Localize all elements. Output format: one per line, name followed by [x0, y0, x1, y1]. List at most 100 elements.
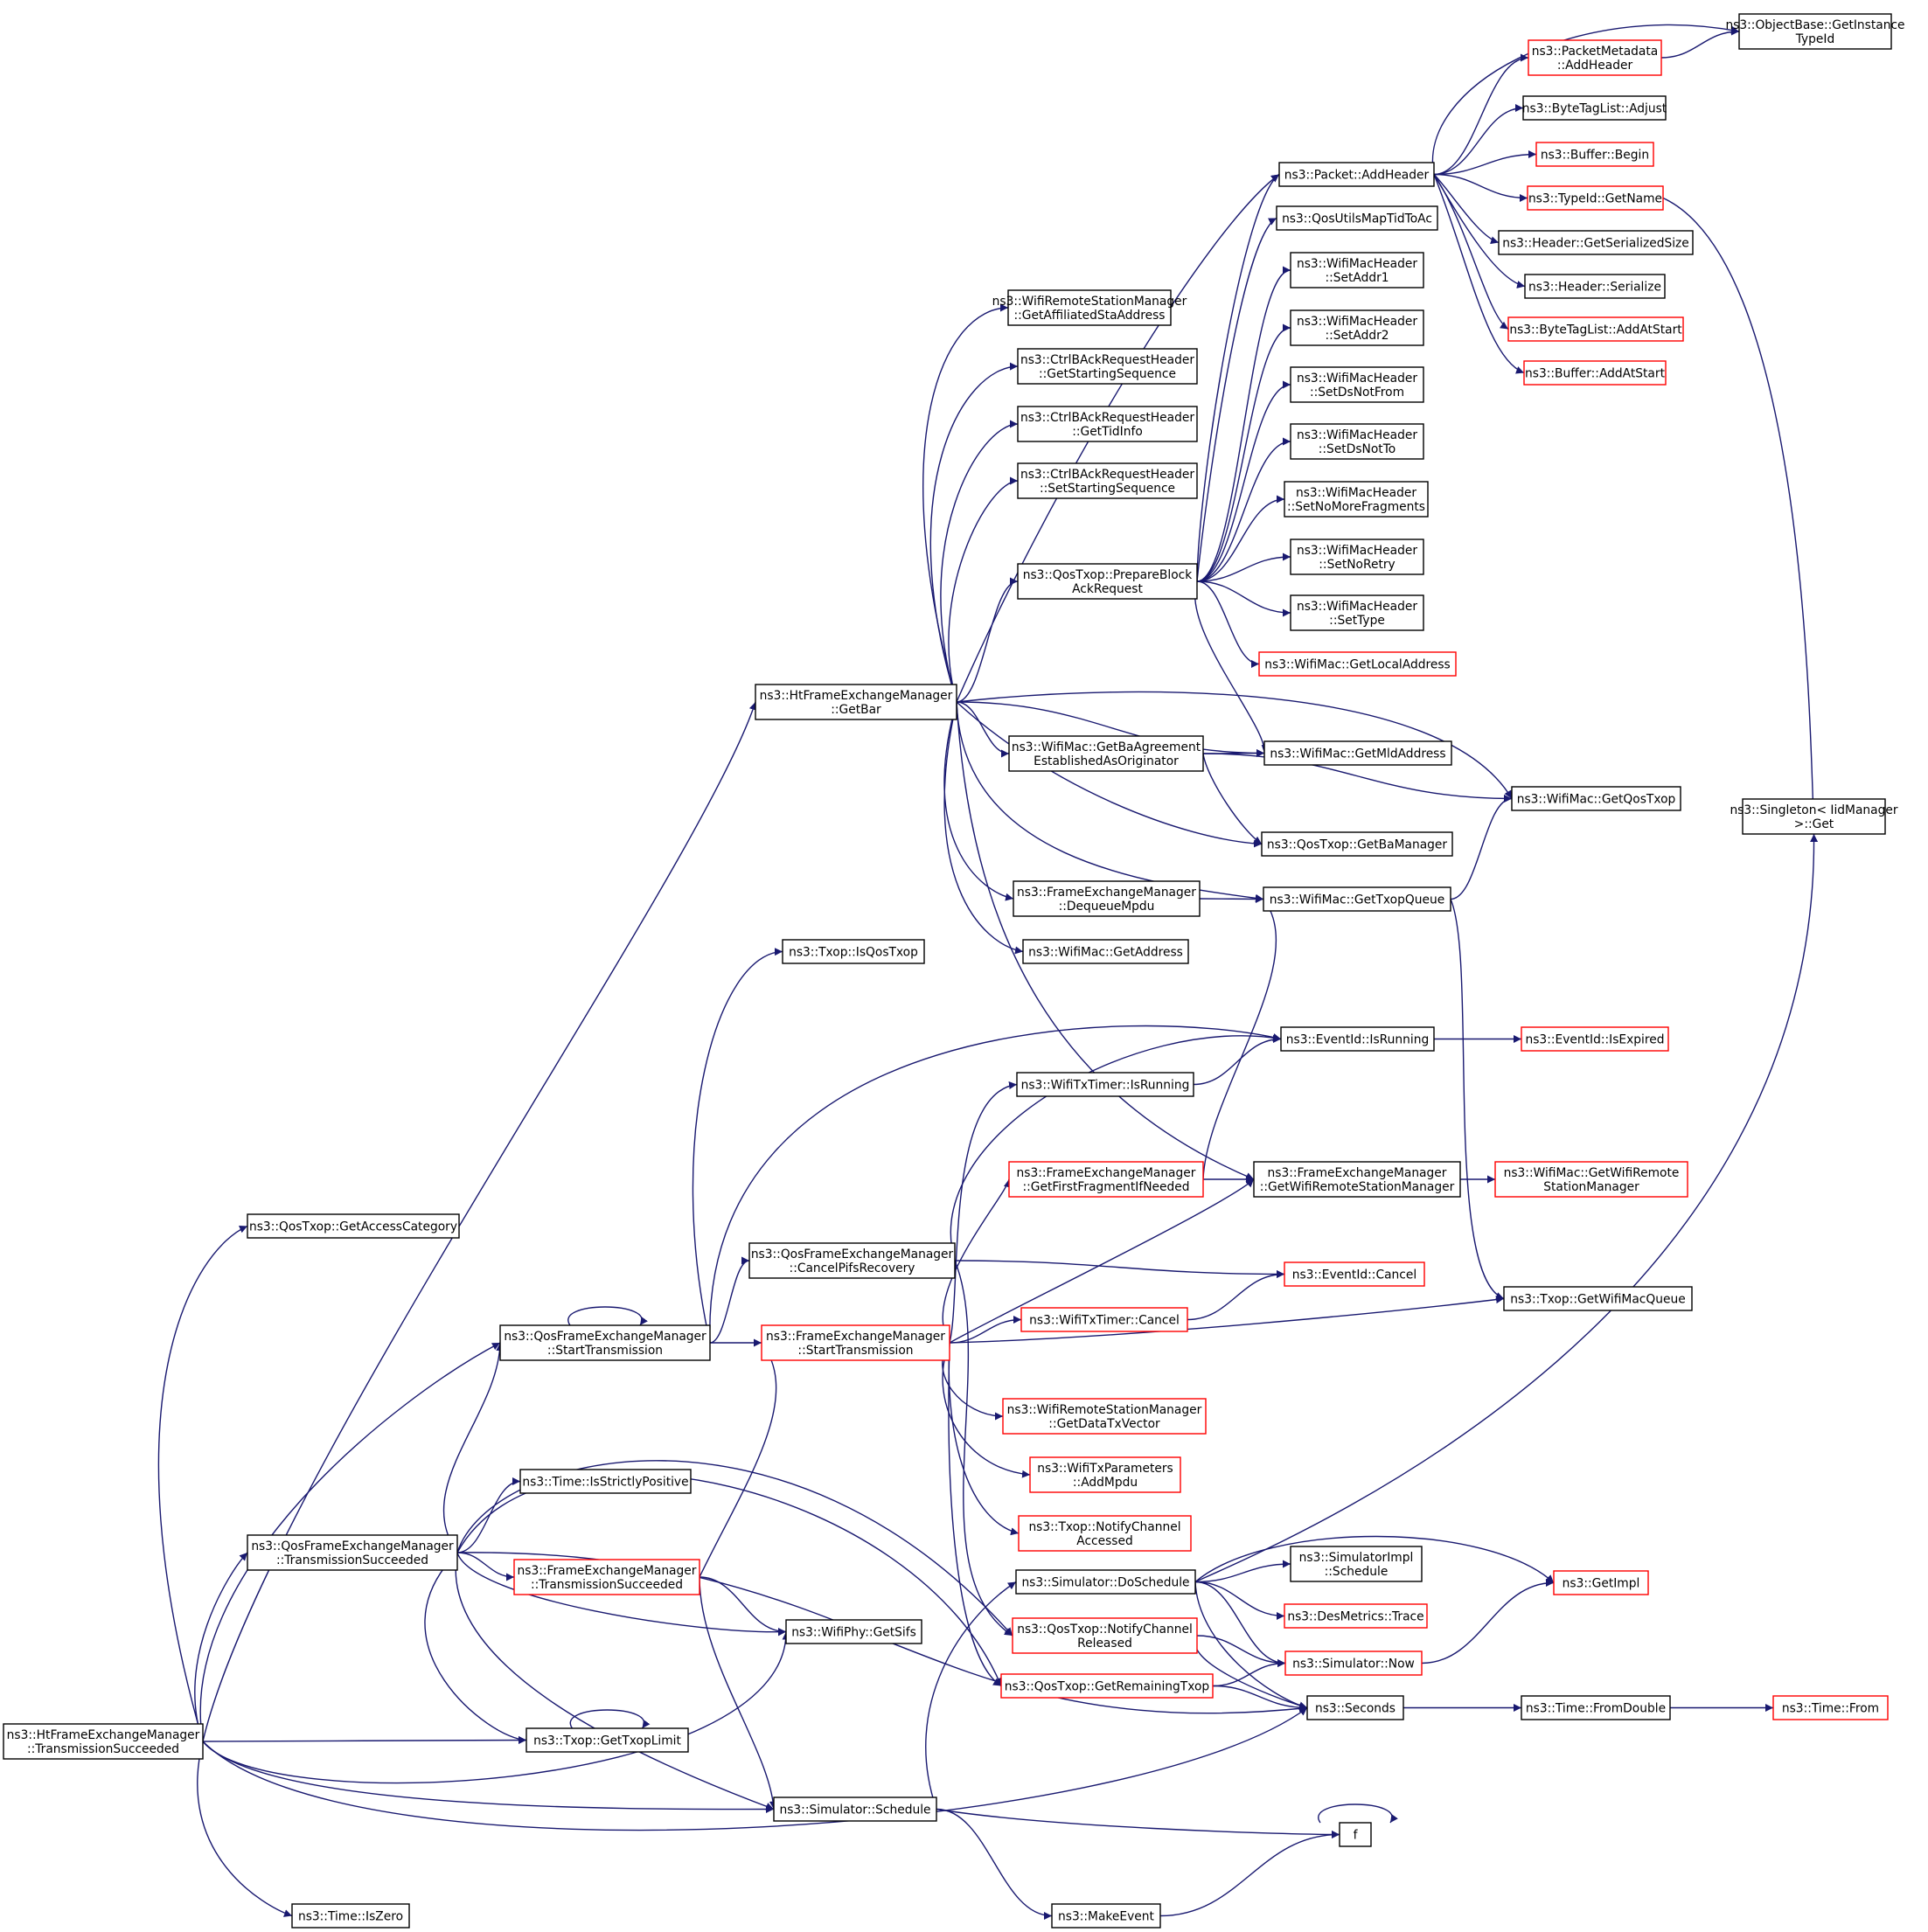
node-label-line: ns3::WifiTxTimer::IsRunning: [1021, 1079, 1190, 1093]
node-hdrGetSerSize[interactable]: ns3::Header::GetSerializedSize: [1498, 230, 1694, 255]
node-getQosTxop[interactable]: ns3::WifiMac::GetQosTxop: [1511, 786, 1681, 811]
node-eventIsRunning[interactable]: ns3::EventId::IsRunning: [1280, 1026, 1435, 1052]
node-label-line: ns3::Time::IsZero: [298, 1910, 403, 1924]
node-box: [1494, 1161, 1688, 1198]
node-getAffiliated[interactable]: ns3::WifiRemoteStationManager::GetAffili…: [992, 289, 1187, 326]
node-getWrsm[interactable]: ns3::FrameExchangeManager::GetWifiRemote…: [1253, 1161, 1461, 1198]
node-getLocalAddr[interactable]: ns3::WifiMac::GetLocalAddress: [1258, 651, 1457, 677]
node-typeIdGetName[interactable]: ns3::TypeId::GetName: [1527, 185, 1664, 211]
node-isZero[interactable]: ns3::Time::IsZero: [291, 1903, 410, 1929]
node-label-line: ns3::WifiMacHeader: [1297, 600, 1417, 614]
node-getTidInfo[interactable]: ns3::CtrlBAckRequestHeader::GetTidInfo: [1017, 406, 1198, 442]
node-label-line: ns3::Singleton< IidManager: [1730, 803, 1897, 817]
node-label-line: ::SetAddr1: [1325, 271, 1389, 285]
edge-cancelPifs-to-eventIsRunning: [950, 1033, 1282, 1261]
node-getFirstFragment[interactable]: ns3::FrameExchangeManager::GetFirstFragm…: [1008, 1161, 1204, 1198]
node-getWifiMacQueue[interactable]: ns3::Txop::GetWifiMacQueue: [1503, 1286, 1693, 1311]
node-setStartingSeq[interactable]: ns3::CtrlBAckRequestHeader::SetStartingS…: [1017, 462, 1198, 499]
node-btlAdjust[interactable]: ns3::ByteTagList::Adjust: [1522, 95, 1667, 121]
node-timeFrom[interactable]: ns3::Time::From: [1772, 1695, 1889, 1720]
node-getTxopLimit[interactable]: ns3::Txop::GetTxopLimit: [526, 1727, 689, 1753]
node-getAccessCategory[interactable]: ns3::QosTxop::GetAccessCategory: [247, 1213, 460, 1239]
node-label-line: ns3::WifiPhy::GetSifs: [791, 1626, 916, 1640]
node-label-line: ::CancelPifsRecovery: [790, 1261, 915, 1275]
node-macGetWrsm[interactable]: ns3::WifiMac::GetWifiRemoteStationManage…: [1494, 1161, 1688, 1198]
node-box: [1742, 798, 1886, 835]
node-simNow[interactable]: ns3::Simulator::Now: [1284, 1651, 1423, 1676]
node-fromDouble[interactable]: ns3::Time::FromDouble: [1521, 1695, 1671, 1720]
node-bufAddAtStart[interactable]: ns3::Buffer::AddAtStart: [1523, 360, 1667, 386]
edge-getTxopQueue-to-getQosTxop: [1450, 795, 1513, 900]
node-isQosTxop[interactable]: ns3::Txop::IsQosTxop: [782, 939, 925, 964]
node-label-line: ::GetBar: [831, 703, 881, 717]
edge-getBar-to-getTxopQueue: [956, 701, 1264, 902]
node-setDsNotTo[interactable]: ns3::WifiMacHeader::SetDsNotTo: [1290, 423, 1424, 460]
node-label-line: ns3::ObjectBase::GetInstance: [1725, 18, 1904, 32]
node-btlAddAtStart[interactable]: ns3::ByteTagList::AddAtStart: [1507, 316, 1684, 342]
node-timerCancel[interactable]: ns3::WifiTxTimer::Cancel: [1020, 1307, 1188, 1332]
edge-qosTxSucc-to-getSifs: [456, 1552, 787, 1637]
edge-root-to-seconds: [202, 1706, 1308, 1831]
node-box: [1008, 735, 1204, 772]
node-getSifs[interactable]: ns3::WifiPhy::GetSifs: [785, 1619, 922, 1644]
node-bufBegin[interactable]: ns3::Buffer::Begin: [1535, 142, 1654, 167]
node-label-line: ::GetTidInfo: [1072, 425, 1143, 439]
edge-getBar-to-dequeueMpdu: [943, 701, 1014, 901]
node-box: [1507, 316, 1684, 342]
node-doSchedule[interactable]: ns3::Simulator::DoSchedule: [1015, 1569, 1196, 1595]
node-eventIsExpired[interactable]: ns3::EventId::IsExpired: [1521, 1026, 1669, 1052]
node-getDataTxVector[interactable]: ns3::WifiRemoteStationManager::GetDataTx…: [1002, 1398, 1207, 1435]
node-setAddr2[interactable]: ns3::WifiMacHeader::SetAddr2: [1290, 309, 1424, 346]
node-getImpl[interactable]: ns3::GetImpl: [1553, 1570, 1649, 1595]
node-femStartTx[interactable]: ns3::FrameExchangeManager::StartTransmis…: [761, 1324, 950, 1361]
node-label-line: ::StartTransmission: [797, 1344, 913, 1358]
node-qosStartTx[interactable]: ns3::QosFrameExchangeManager::StartTrans…: [499, 1324, 711, 1361]
node-box: [1012, 1617, 1198, 1654]
node-getMldAddr[interactable]: ns3::WifiMac::GetMldAddress: [1263, 740, 1452, 766]
node-qosTxSucc[interactable]: ns3::QosFrameExchangeManager::Transmissi…: [247, 1534, 458, 1571]
node-getStartingSeq[interactable]: ns3::CtrlBAckRequestHeader::GetStartingS…: [1017, 348, 1198, 385]
node-hdrSerialize[interactable]: ns3::Header::Serialize: [1524, 274, 1666, 299]
node-setType[interactable]: ns3::WifiMacHeader::SetType: [1290, 594, 1424, 631]
node-femTxSucc[interactable]: ns3::FrameExchangeManager::TransmissionS…: [513, 1559, 700, 1595]
node-desTrace[interactable]: ns3::DesMetrics::Trace: [1284, 1603, 1428, 1629]
node-getTxopQueue[interactable]: ns3::WifiMac::GetTxopQueue: [1263, 886, 1451, 912]
edge-qosTxSucc-to-femTxSucc: [456, 1552, 515, 1581]
node-makeEvent[interactable]: ns3::MakeEvent: [1051, 1903, 1161, 1929]
node-label-line: EstablishedAsOriginator: [1034, 754, 1179, 768]
node-label-line: ::SetStartingSequence: [1040, 482, 1175, 496]
node-packetAddHeader[interactable]: ns3::Packet::AddHeader: [1278, 162, 1435, 187]
node-cancelPifs[interactable]: ns3::QosFrameExchangeManager::CancelPifs…: [748, 1242, 956, 1279]
node-setNoMoreFrag[interactable]: ns3::WifiMacHeader::SetNoMoreFragments: [1284, 481, 1429, 518]
node-setDsNotFrom[interactable]: ns3::WifiMacHeader::SetDsNotFrom: [1290, 366, 1424, 403]
edge-qosStartTx-to-qosStartTx: [567, 1306, 648, 1326]
node-dequeueMpdu[interactable]: ns3::FrameExchangeManager::DequeueMpdu: [1013, 880, 1201, 917]
node-getBaManager[interactable]: ns3::QosTxop::GetBaManager: [1261, 831, 1453, 857]
node-seconds[interactable]: ns3::Seconds: [1306, 1695, 1404, 1720]
node-qosMapTid[interactable]: ns3::QosUtilsMapTidToAc: [1276, 205, 1438, 231]
node-isStrictlyPos[interactable]: ns3::Time::IsStrictlyPositive: [519, 1469, 692, 1494]
node-implSchedule[interactable]: ns3::SimulatorImpl::Schedule: [1290, 1546, 1423, 1582]
node-addMpdu[interactable]: ns3::WifiTxParameters::AddMpdu: [1029, 1456, 1181, 1493]
node-singletonGet[interactable]: ns3::Singleton< IidManager >::Get: [1730, 798, 1898, 835]
node-setAddr1[interactable]: ns3::WifiMacHeader::SetAddr1: [1290, 252, 1424, 288]
edge-femStartTx-to-getRemainingTxop: [948, 1342, 1002, 1687]
node-getAddress[interactable]: ns3::WifiMac::GetAddress: [1022, 939, 1189, 964]
node-box: [247, 1534, 458, 1571]
edge-getFirstFragment-to-getTxopQueue: [1202, 899, 1277, 1180]
node-getBar[interactable]: ns3::HtFrameExchangeManager::GetBar: [755, 684, 957, 720]
node-simSchedule[interactable]: ns3::Simulator::Schedule: [773, 1796, 937, 1822]
node-timerIsRunning[interactable]: ns3::WifiTxTimer::IsRunning: [1016, 1072, 1194, 1097]
node-root[interactable]: ns3::HtFrameExchangeManager::Transmissio…: [3, 1723, 204, 1760]
node-eventCancel[interactable]: ns3::EventId::Cancel: [1284, 1261, 1425, 1287]
node-pmAddHeader[interactable]: ns3::PacketMetadata::AddHeader: [1528, 39, 1662, 76]
node-getBaAgreement[interactable]: ns3::WifiMac::GetBaAgreementEstablishedA…: [1008, 735, 1204, 772]
node-setNoRetry[interactable]: ns3::WifiMacHeader::SetNoRetry: [1290, 539, 1424, 575]
node-getRemainingTxop[interactable]: ns3::QosTxop::GetRemainingTxop: [1000, 1673, 1214, 1699]
edge-doSchedule-to-seconds: [1194, 1581, 1308, 1710]
node-f[interactable]: f: [1339, 1822, 1372, 1847]
